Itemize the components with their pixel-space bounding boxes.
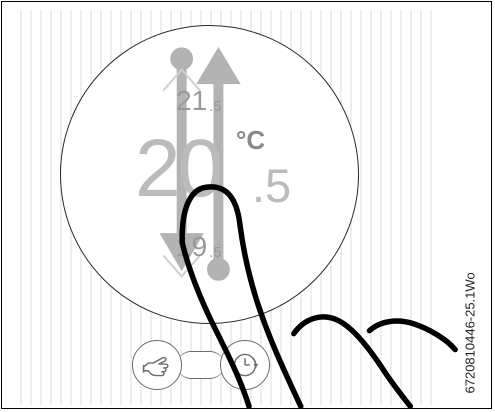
reference-code-text: 6720810446-25.1Wo (464, 254, 477, 394)
swipe-hand-icon (2, 2, 491, 408)
reference-code: 6720810446-25.1Wo (455, 254, 481, 404)
